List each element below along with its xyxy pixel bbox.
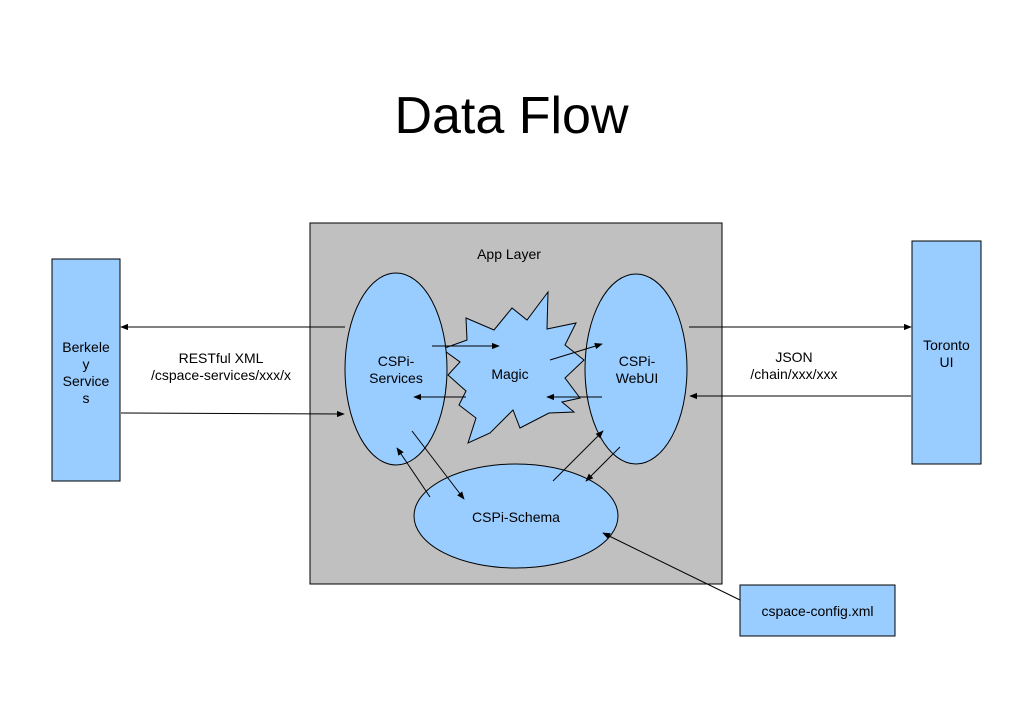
toronto-ui-box <box>911 240 982 465</box>
cspi-services-label: CSPi- Services <box>369 353 423 386</box>
arrow-schema-to-services <box>396 447 431 498</box>
arrow-berkeley-to-services <box>120 410 345 418</box>
arrow-magic-to-webui <box>549 343 603 361</box>
restful-xml-label: RESTful XML /cspace-services/xxx/x <box>150 350 292 383</box>
json-label: JSON /chain/xxx/xxx <box>750 349 838 382</box>
cspi-webui-label: CSPi- WebUI <box>615 353 659 386</box>
arrow-schema-to-webui <box>552 430 604 482</box>
magic-starburst <box>440 290 585 444</box>
app-layer-label: App Layer <box>477 246 541 262</box>
config-file-box <box>739 584 896 637</box>
toronto-ui-label: Toronto UI <box>923 337 970 370</box>
cspi-schema-ellipse <box>413 463 619 569</box>
berkeley-services-box <box>51 258 121 482</box>
cspi-webui-ellipse <box>584 273 688 465</box>
arrow-webui-to-schema <box>585 446 621 482</box>
cspi-schema-label: CSPi-Schema <box>472 509 560 525</box>
arrow-services-to-schema <box>411 430 465 500</box>
magic-label: Magic <box>491 366 529 382</box>
config-file-label: cspace-config.xml <box>761 603 874 619</box>
berkeley-services-label: Berkele y Service s <box>62 339 110 406</box>
page-title: Data Flow <box>394 87 629 145</box>
arrow-config-to-schema <box>602 532 741 601</box>
cspi-services-ellipse <box>344 272 448 466</box>
